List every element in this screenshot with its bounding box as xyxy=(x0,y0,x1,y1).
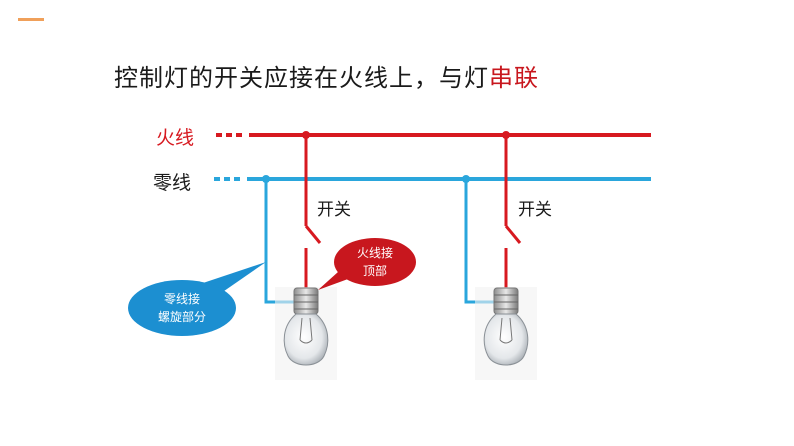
callout-neutral-line1: 零线接 xyxy=(163,292,200,306)
live-branch-2 xyxy=(502,131,522,292)
switch-1-label: 开关 xyxy=(317,200,351,220)
callout-neutral-bubble xyxy=(128,262,266,336)
switch-1-lever xyxy=(304,225,322,244)
callout-neutral-text: 零线接 螺旋部分 xyxy=(136,290,228,326)
callout-neutral-line2: 螺旋部分 xyxy=(157,310,206,324)
callout-live-line2: 顶部 xyxy=(362,264,387,278)
neutral-branch-1 xyxy=(262,175,298,304)
live-branch-1 xyxy=(302,131,322,292)
lamp-2 xyxy=(475,287,537,380)
page-title: 控制灯的开关应接在火线上，与灯串联 xyxy=(114,58,539,93)
title-highlight: 串联 xyxy=(489,64,539,92)
neutral-wire-label: 零线 xyxy=(153,172,192,194)
accent-bar xyxy=(18,18,44,21)
callout-live-bubble xyxy=(318,238,416,290)
switch-2-label: 开关 xyxy=(518,200,552,220)
title-text: 控制灯的开关应接在火线上，与灯 xyxy=(114,64,489,92)
switch-2-lever xyxy=(504,225,522,244)
live-wire-label: 火线 xyxy=(156,127,195,149)
callout-live-line1: 火线接 xyxy=(356,246,393,260)
callout-live-text: 火线接 顶部 xyxy=(336,244,414,280)
neutral-branch-2 xyxy=(462,175,498,304)
lamp-1 xyxy=(275,287,337,380)
